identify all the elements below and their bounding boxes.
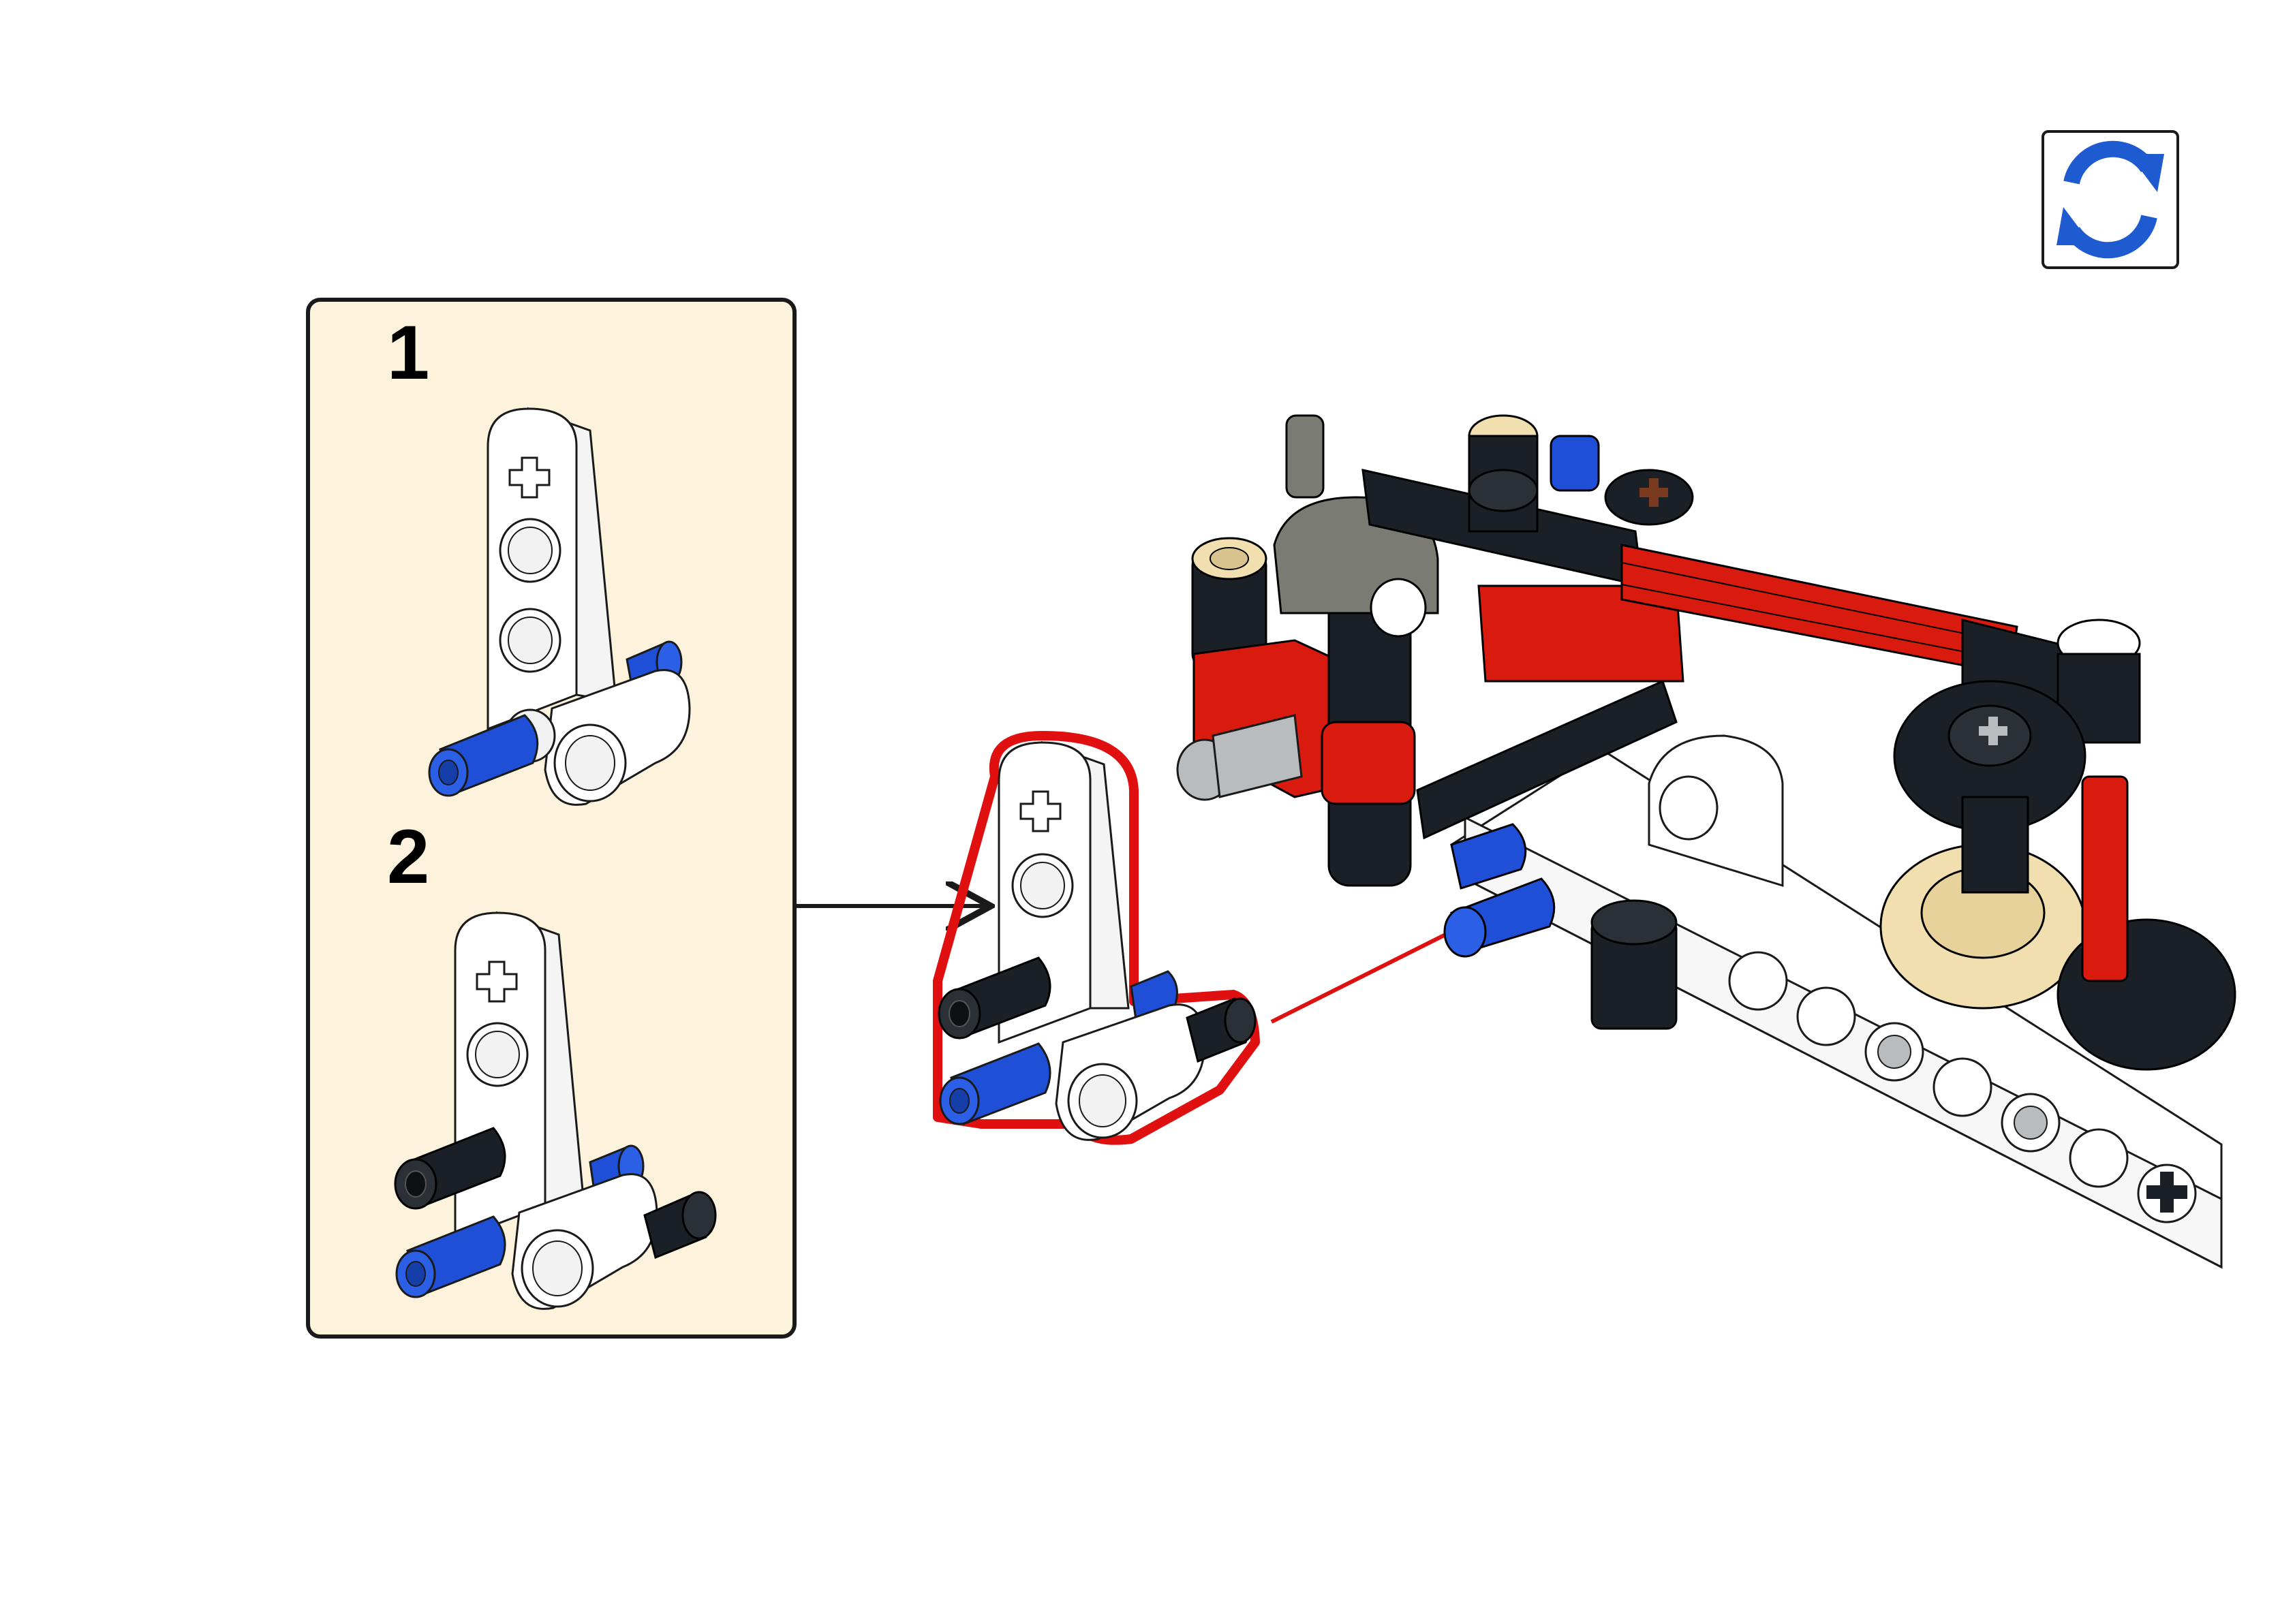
blue-pin — [428, 714, 539, 797]
substep-number-2: 2 — [387, 814, 429, 899]
substep-1-assembly — [428, 407, 691, 806]
black-bush — [1590, 899, 1678, 1030]
top-frame — [1361, 414, 2141, 744]
main-model — [1176, 414, 2236, 1269]
substep-number-1: 1 — [387, 310, 429, 395]
gear-black-upper — [1893, 680, 2086, 894]
blue-pin — [395, 1215, 506, 1298]
blue-pin — [1450, 823, 1527, 890]
rotate-model-icon[interactable] — [2042, 130, 2179, 269]
substep-2-assembly — [394, 911, 717, 1310]
black-pin — [643, 1191, 717, 1260]
red-axle — [2081, 775, 2129, 982]
placed-subassembly-highlight — [933, 731, 1260, 1145]
subassembly-callout — [306, 298, 797, 1339]
black-pin — [394, 1127, 506, 1210]
left-frame — [1176, 414, 1439, 887]
